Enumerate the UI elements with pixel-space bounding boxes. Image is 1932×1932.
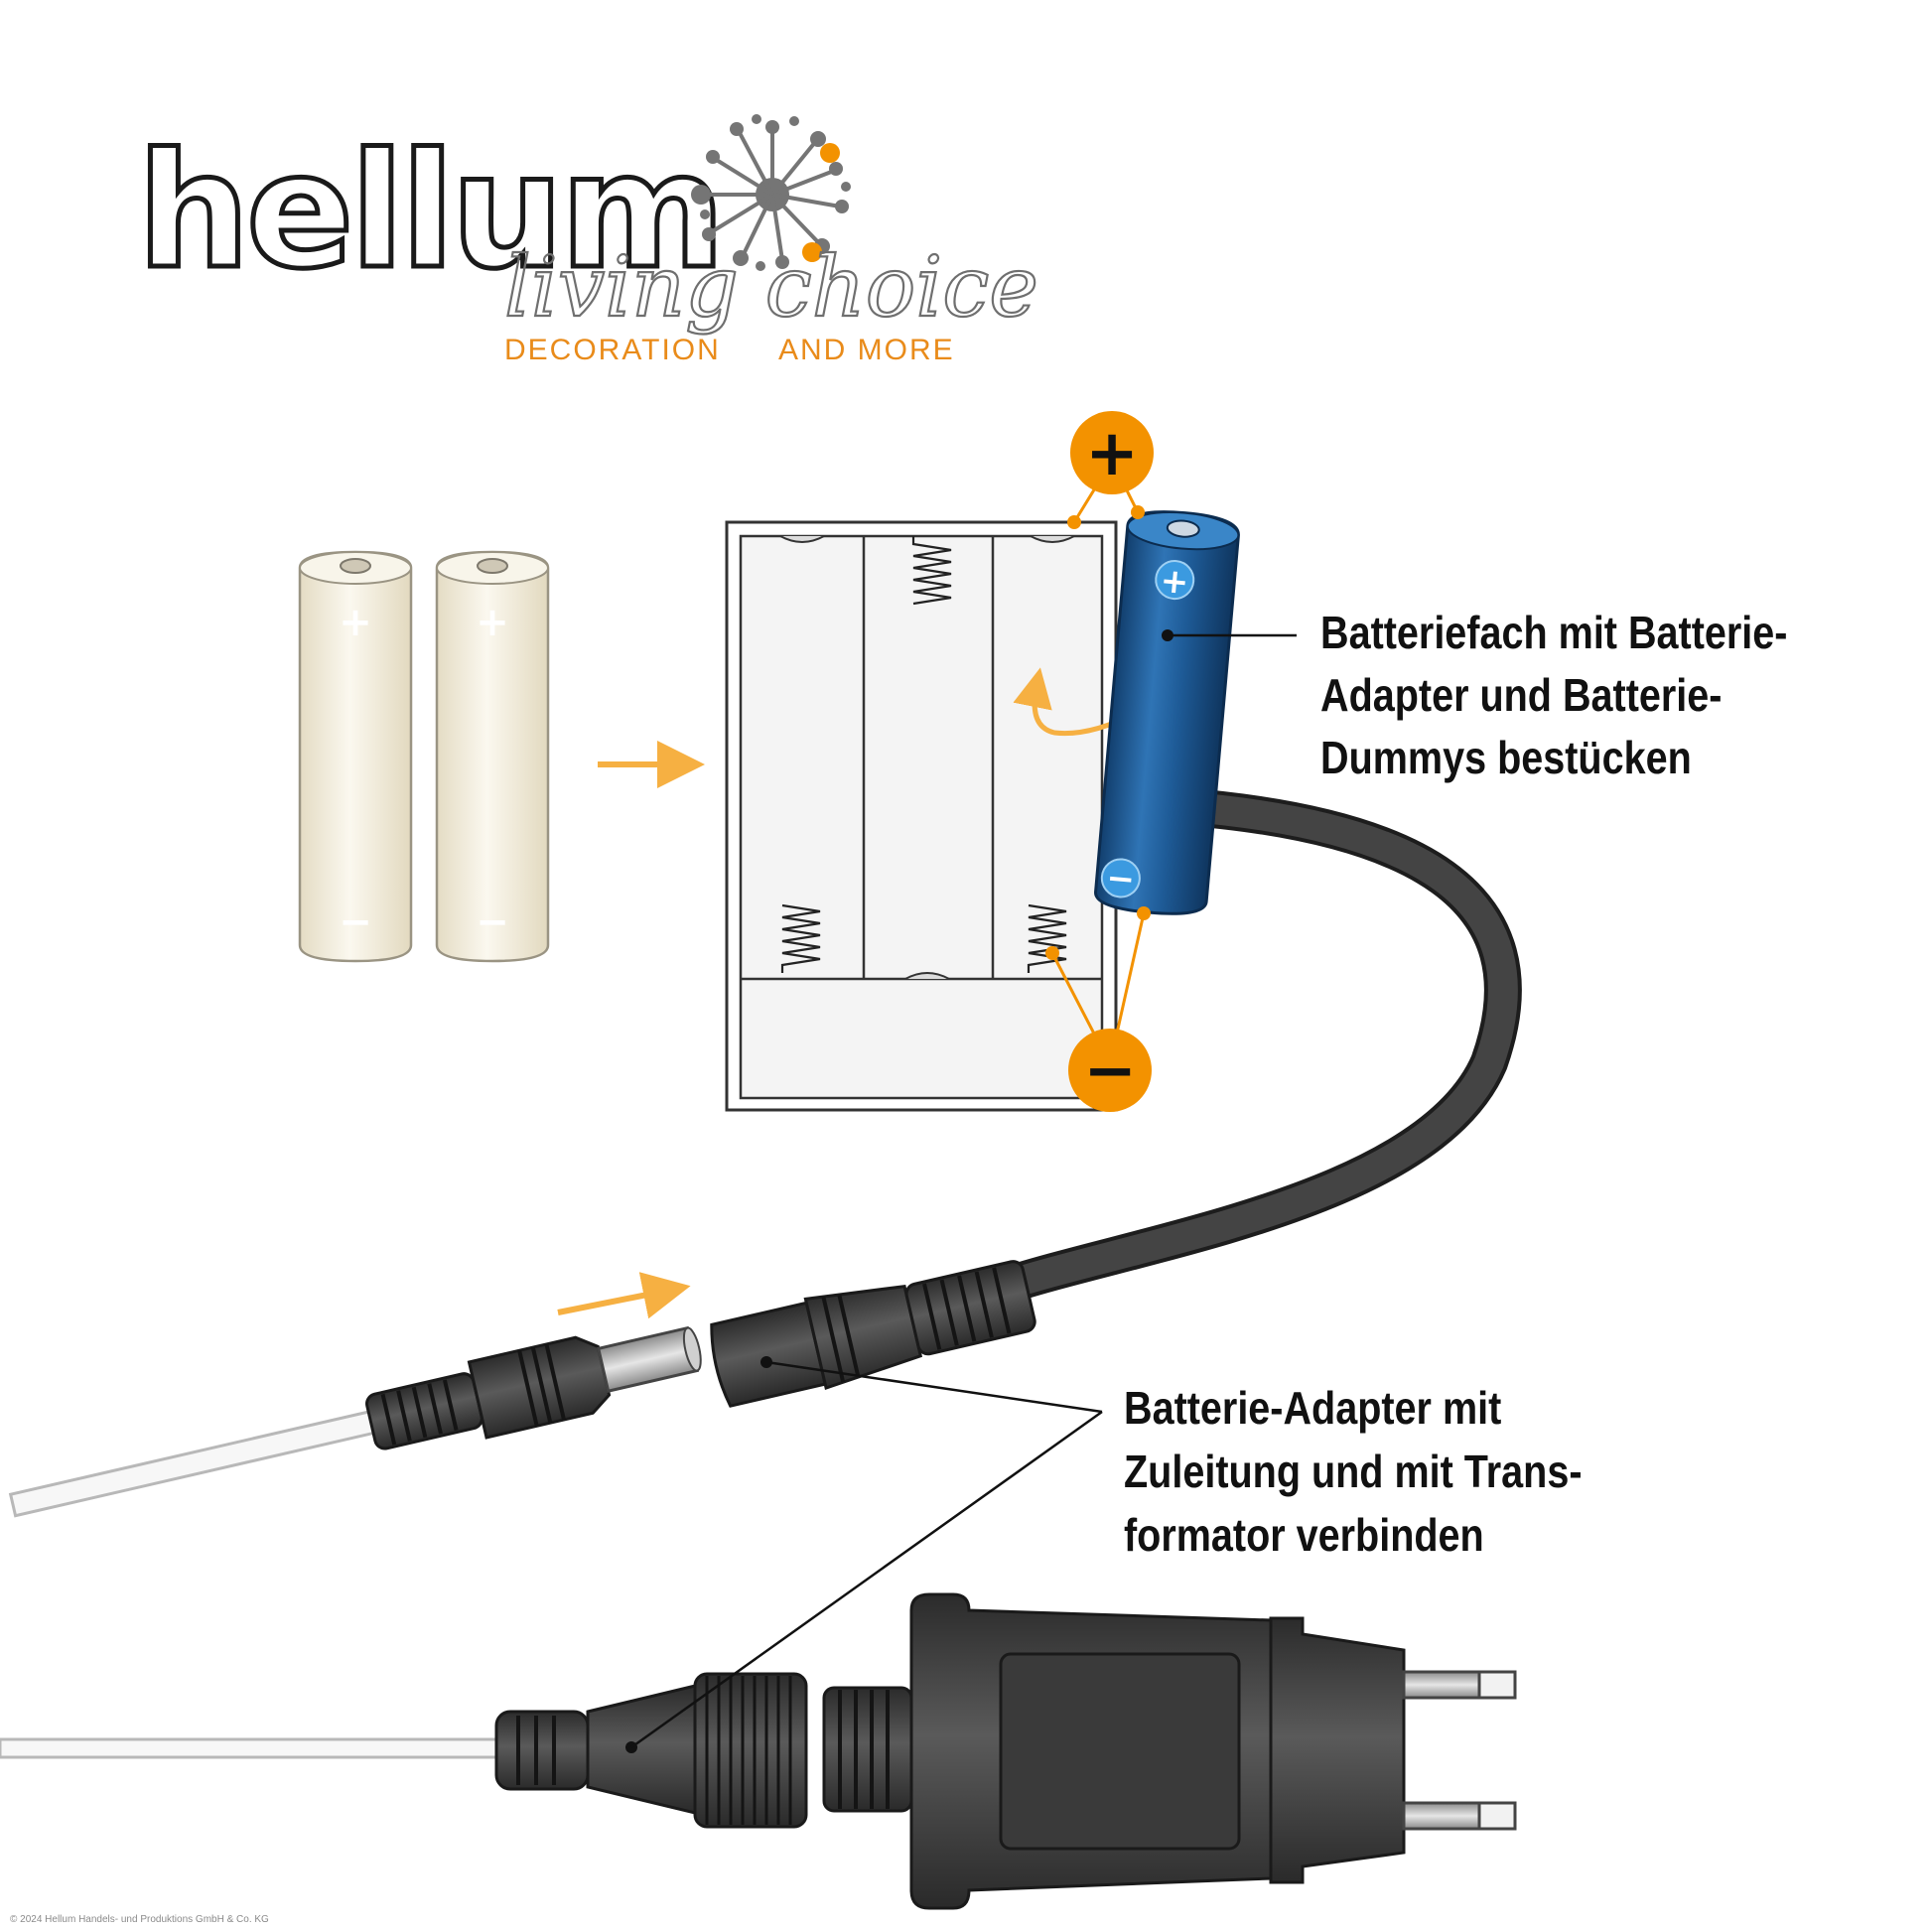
logo-script-text: living choice	[504, 238, 1038, 336]
dummy-battery-2-plus-label: +	[476, 600, 509, 645]
insert-arrow-lower	[557, 1272, 691, 1319]
dummy-battery-2: + −	[435, 550, 550, 963]
copyright-text: © 2024 Hellum Handels- und Produktions G…	[10, 1914, 269, 1925]
logo-brand-text: hellum	[137, 118, 722, 304]
dc-plug-male	[8, 1325, 702, 1518]
plus-badge: +	[1067, 411, 1154, 529]
dandelion-icon	[691, 114, 851, 271]
logo-tagline-right: AND MORE	[778, 334, 955, 366]
callout-adapter-line-3: formator verbinden	[1124, 1509, 1484, 1561]
spring-icon	[780, 536, 1067, 973]
dummy-battery-1-minus-label: −	[339, 899, 372, 945]
dummy-battery-1-plus-label: +	[339, 600, 372, 645]
minus-badge: −	[1045, 906, 1152, 1112]
hellum-logo: hellum living choice DECORATION AND MORE	[135, 114, 1039, 366]
callout-battery-box: Batteriefach mit Batterie- Adapter und B…	[1320, 602, 1787, 789]
battery-adapter: + −	[1094, 510, 1240, 915]
callout-battery-box-line-2: Adapter und Batterie-	[1320, 669, 1723, 721]
callout-adapter-line-1: Batterie-Adapter mit	[1124, 1382, 1502, 1434]
callout-adapter-line-2: Zuleitung und mit Trans-	[1124, 1446, 1583, 1497]
dummy-battery-2-minus-label: −	[476, 899, 509, 945]
minus-badge-symbol: −	[1083, 1035, 1137, 1108]
callout-adapter: Batterie-Adapter mit Zuleitung und mit T…	[1124, 1376, 1583, 1567]
battery-box	[725, 520, 1138, 1112]
callout-1-leader	[1162, 629, 1297, 641]
callout-2-leader	[630, 1356, 1103, 1749]
dc-socket-female	[710, 1260, 1036, 1408]
adapter-plus-label: +	[1159, 561, 1190, 603]
callout-battery-box-line-1: Batteriefach mit Batterie-	[1320, 607, 1788, 658]
adapter-minus-label: −	[1105, 858, 1137, 899]
callout-battery-box-line-3: Dummys bestücken	[1320, 732, 1692, 783]
plus-badge-symbol: +	[1085, 417, 1139, 490]
dummy-battery-1: + −	[298, 550, 413, 963]
logo-tagline-left: DECORATION	[504, 334, 721, 366]
transformer	[0, 1592, 1517, 1910]
